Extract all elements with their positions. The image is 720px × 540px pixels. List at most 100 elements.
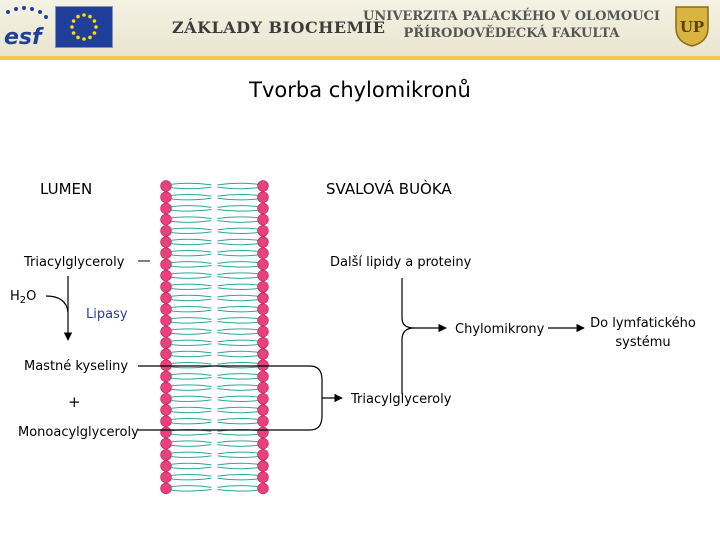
lipid-head <box>160 258 172 271</box>
lipid-tail <box>217 451 258 455</box>
lipid-tail <box>217 231 258 235</box>
lipid-tail <box>171 276 212 279</box>
lipid-tails <box>171 373 258 380</box>
eu-stars-icon <box>70 13 98 41</box>
lipid-tails <box>171 205 258 212</box>
lipid-tails <box>171 193 258 201</box>
lipid-head <box>257 460 269 472</box>
lipid-tail <box>171 261 212 264</box>
lipid-tail <box>171 473 212 477</box>
lipid-tails <box>171 462 258 470</box>
crest-text: UP <box>680 18 704 36</box>
lipid-head <box>257 348 269 360</box>
lipid-tail <box>171 272 212 276</box>
lipid-tail <box>171 264 212 268</box>
lipid-tail <box>217 208 258 212</box>
lipid-head <box>257 393 269 405</box>
lipid-tail <box>217 276 258 279</box>
lipid-head <box>160 337 172 349</box>
lipid-tail <box>171 466 212 470</box>
lipid-tails <box>171 272 258 279</box>
lipid-tail <box>171 488 212 492</box>
lipid-tail <box>171 384 212 388</box>
lipid-head <box>160 325 172 338</box>
lipid-tail <box>217 220 258 223</box>
resynthesis-arrow <box>309 365 343 403</box>
lipid-tail <box>171 231 212 235</box>
lipid-tail <box>217 384 258 388</box>
lipid-head <box>257 426 269 439</box>
lipid-head <box>257 449 269 461</box>
lipid-tail <box>217 466 258 470</box>
lipid-head <box>257 314 269 327</box>
lipid-head <box>257 258 269 271</box>
lipid-head <box>160 471 172 483</box>
lipid-tails <box>171 473 258 481</box>
lipid-tail <box>217 406 258 410</box>
lipid-tail <box>217 294 258 298</box>
lipid-tail <box>217 242 258 246</box>
lipid-tail <box>171 350 212 354</box>
lipid-head <box>257 370 269 383</box>
lipid-tails <box>171 328 258 335</box>
lipid-head <box>257 303 269 315</box>
lipid-head <box>257 191 269 203</box>
lipid-tail <box>171 451 212 455</box>
water-arrow-curve <box>45 295 69 313</box>
lipid-tail <box>171 305 212 309</box>
plus-sign: + <box>68 393 81 411</box>
lipid-tail <box>171 197 212 201</box>
cell-triacylglyceroly: Triacylglyceroly <box>350 392 452 407</box>
lipid-head <box>160 202 172 215</box>
lipid-tail <box>217 455 258 459</box>
lipid-tail <box>171 410 212 414</box>
esf-logo: esf <box>4 6 48 48</box>
monoacylglyceroly-label: Monoacylglyceroly <box>18 425 139 440</box>
lipid-head <box>257 482 269 495</box>
lipid-tail <box>217 399 258 403</box>
lipid-tail <box>171 395 212 399</box>
lipid-tail <box>171 417 212 421</box>
lipid-tail <box>217 186 258 190</box>
lymf-line-2: systému <box>615 335 670 350</box>
lipid-tail <box>171 287 212 291</box>
cell-membrane <box>160 180 269 495</box>
lipid-tail <box>171 249 212 253</box>
lipid-head <box>257 247 269 259</box>
lipid-head <box>160 269 172 282</box>
lipid-head <box>160 281 172 293</box>
lipid-tails <box>171 182 258 190</box>
lipid-head <box>257 404 269 416</box>
lipid-head <box>160 482 172 495</box>
lipid-tail <box>217 473 258 477</box>
lipid-tails <box>171 238 258 246</box>
lipid-tail <box>217 343 258 347</box>
lipid-tails <box>171 384 258 391</box>
lipid-tail <box>171 440 212 444</box>
lipid-head <box>160 191 172 203</box>
lumen-heading: LUMEN <box>40 180 92 198</box>
lipid-head <box>160 225 172 237</box>
lipid-tail <box>217 332 258 335</box>
chylomikrony-label: Chylomikrony <box>455 322 545 337</box>
lipasy-label: Lipasy <box>86 307 128 322</box>
university-name: UNIVERZITA PALACKÉHO V OLOMOUCI PŘÍRODOV… <box>363 8 660 42</box>
lipid-tails <box>171 294 258 302</box>
lipid-tail <box>171 462 212 466</box>
lipid-tail <box>217 317 258 320</box>
lipid-tail <box>217 320 258 324</box>
lipid-tail <box>171 373 212 376</box>
lipid-tail <box>171 444 212 447</box>
lipid-tails <box>171 451 258 459</box>
lipid-head <box>160 359 172 371</box>
lipid-head <box>257 471 269 483</box>
lipid-tails <box>171 227 258 235</box>
lipid-tail <box>217 298 258 302</box>
lipid-tails <box>171 406 258 414</box>
lipid-tail <box>171 227 212 231</box>
lumen-triacylglyceroly: Triacylglyceroly <box>23 255 125 270</box>
lipid-tail <box>171 205 212 208</box>
lipid-tail <box>171 253 212 257</box>
lipid-tail <box>217 305 258 309</box>
lipid-tail <box>217 249 258 253</box>
